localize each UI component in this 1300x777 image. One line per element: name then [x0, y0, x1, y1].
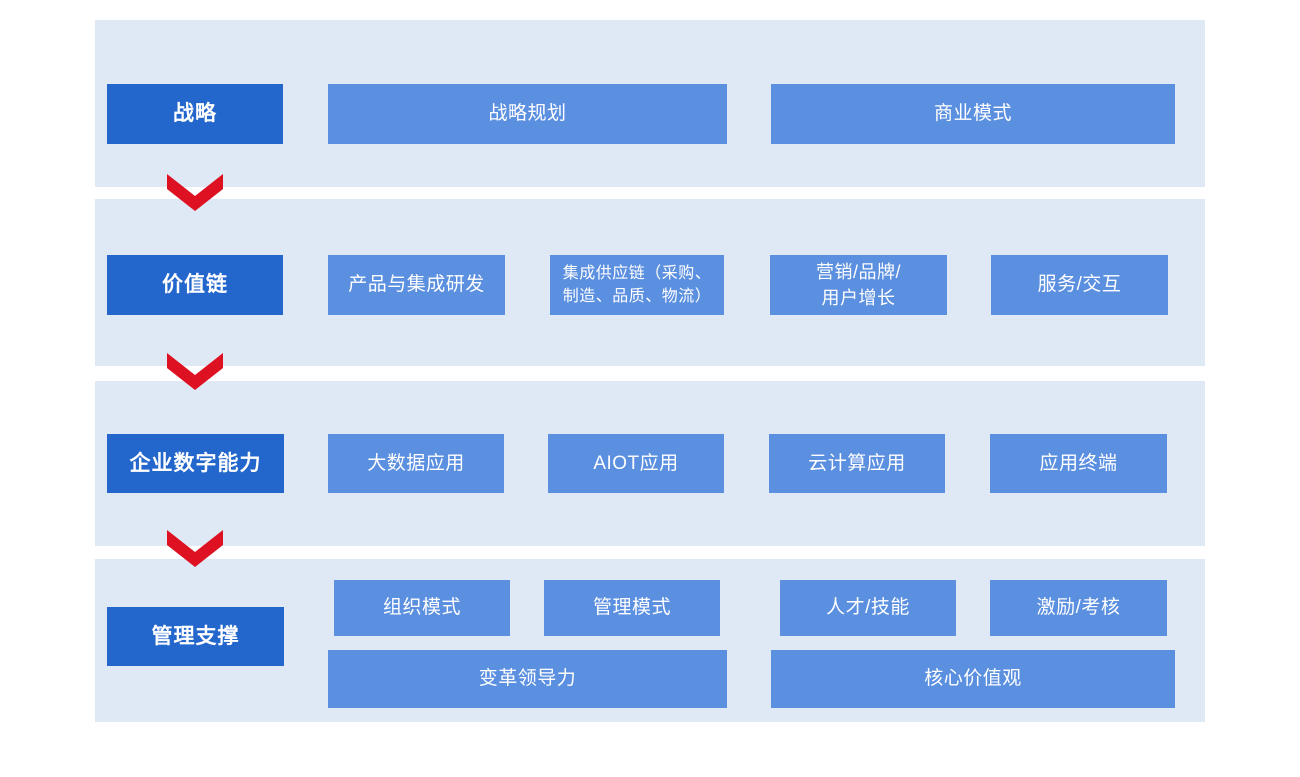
layer-item-cloud-computing[interactable]: 云计算应用	[769, 434, 945, 493]
layer-item-incentive-assessment[interactable]: 激励/考核	[990, 580, 1167, 636]
layer-item-management-model[interactable]: 管理模式	[544, 580, 720, 636]
layer-item-marketing-brand-growth[interactable]: 营销/品牌/ 用户增长	[770, 255, 947, 315]
layer-item-talent-skills[interactable]: 人才/技能	[780, 580, 956, 636]
arrow-digital-to-management	[167, 530, 223, 567]
layer-item-application-terminal[interactable]: 应用终端	[990, 434, 1167, 493]
layer-item-big-data[interactable]: 大数据应用	[328, 434, 504, 493]
layer-label-digital-capability[interactable]: 企业数字能力	[107, 434, 284, 493]
layer-item-organization-model[interactable]: 组织模式	[334, 580, 510, 636]
arrow-strategy-to-value-chain	[167, 174, 223, 211]
layer-item-core-values[interactable]: 核心价值观	[771, 650, 1175, 708]
arrow-value-chain-to-digital	[167, 353, 223, 390]
layer-item-service-interaction[interactable]: 服务/交互	[991, 255, 1168, 315]
layer-label-management-support[interactable]: 管理支撑	[107, 607, 284, 666]
layer-item-aiot[interactable]: AIOT应用	[548, 434, 724, 493]
layer-label-value-chain[interactable]: 价值链	[107, 255, 283, 315]
layer-label-strategy[interactable]: 战略	[107, 84, 283, 144]
layer-item-change-leadership[interactable]: 变革领导力	[328, 650, 727, 708]
layer-item-business-model[interactable]: 商业模式	[771, 84, 1175, 144]
layer-item-strategy-planning[interactable]: 战略规划	[328, 84, 727, 144]
layer-item-product-rd[interactable]: 产品与集成研发	[328, 255, 505, 315]
layer-item-integrated-supply-chain[interactable]: 集成供应链（采购、 制造、品质、物流）	[550, 255, 724, 315]
